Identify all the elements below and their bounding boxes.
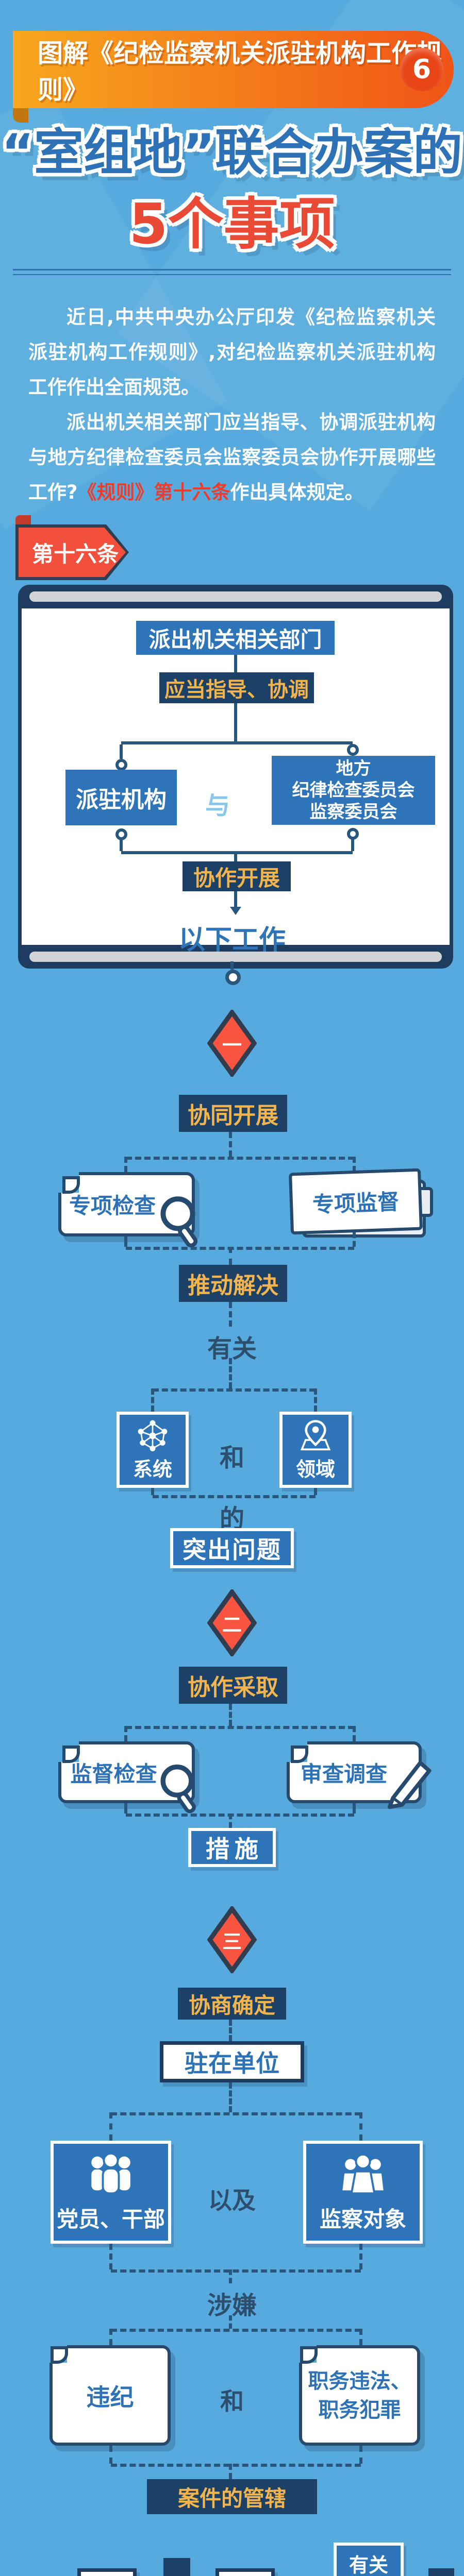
section-2-number: 二	[222, 1613, 242, 1636]
article-ribbon-label: 第十六条	[19, 528, 126, 577]
card-bottom-bar	[18, 945, 453, 969]
sec2-result-measures: 措施	[188, 1828, 276, 1867]
sec3-suspect-label: 涉嫌	[207, 2291, 257, 2320]
sec2-card-review-investigation: 审查调查	[287, 1741, 432, 1809]
page-title-line2: 5个事项	[129, 192, 335, 257]
series-title: 图解《纪检监察机关派驻机构工作规则》	[38, 39, 442, 105]
card-handle	[27, 589, 444, 604]
section-2-diamond: 二	[207, 1588, 257, 1658]
sec3-resident-unit: 驻在单位	[160, 2041, 304, 2082]
node-local-committees: 地方 纪律检查委员会 监察委员会	[272, 756, 435, 825]
page-title-line1: “室组地”联合办案的	[1, 124, 463, 181]
header-banner: 图解《纪检监察机关派驻机构工作规则》	[13, 31, 454, 108]
network-icon	[138, 1420, 168, 1451]
sec1-card-special-inspection: 专项检查	[58, 1172, 198, 1248]
sec1-promote-solve: 推动解决	[179, 1265, 287, 1302]
sec3-group-party-members: 党员、干部	[51, 2141, 171, 2244]
sec2-card-supervision-check: 监督检查	[58, 1741, 196, 1814]
paper-fold-icon	[58, 1741, 80, 1763]
sec1-conjunction: 和	[219, 1444, 244, 1472]
section-1-number: 一	[222, 1033, 242, 1057]
node-cooperate-carry-out: 协作开展	[183, 861, 291, 891]
node-resident-institution: 派驻机构	[65, 770, 177, 825]
sec1-related-label: 有关	[207, 1334, 257, 1363]
location-icon	[300, 1419, 331, 1450]
sec1-card-special-supervision: 专项监督	[288, 1168, 433, 1238]
section-3-diamond: 三	[207, 1905, 257, 1975]
conjunction-with: 与	[205, 791, 230, 820]
intro-text: 近日,中共中央办公厅印发《纪检监察机关派驻机构工作规则》,对纪检监察机关派驻机构…	[28, 300, 436, 510]
alt-prefix-label: 或者由	[15, 2573, 78, 2576]
sec1-item-system: 系统	[117, 1412, 189, 1488]
card-top-bar	[18, 585, 453, 608]
alt-dispatching-organ: 派出 机关	[216, 2568, 275, 2576]
sec3-heading: 协商确定	[178, 1988, 286, 2020]
alt-report-label: 报请	[163, 2558, 190, 2576]
banner-fold	[13, 108, 28, 123]
sec1-item-field: 领域	[279, 1412, 352, 1488]
node-guide-coordinate: 应当指导、协调	[159, 672, 314, 703]
magnifier-icon	[160, 1196, 198, 1248]
section-3-number: 三	[222, 1930, 242, 1953]
sec3-v-conjunction: 和	[220, 2387, 244, 2415]
paper-fold-icon	[46, 2342, 68, 2364]
alt-local-committee: 有关 地方 纪委 监委	[334, 2543, 404, 2576]
sec3-conjunction: 以及	[208, 2187, 256, 2214]
card-handle	[27, 950, 444, 964]
paper-fold-icon	[296, 2342, 318, 2364]
section-1-diamond: 一	[207, 1008, 257, 1078]
sec1-heading: 协同开展	[179, 1095, 287, 1132]
sec3-violation-duty-crimes: 职务违法、 职务犯罪	[299, 2345, 420, 2446]
article-ribbon: 第十六条	[15, 524, 129, 580]
intro-paragraph-1: 近日,中共中央办公厅印发《纪检监察机关派驻机构工作规则》,对纪检监察机关派驻机构…	[28, 306, 436, 398]
alt-resident-institution: 派驻 机构	[77, 2568, 137, 2576]
pen-icon	[387, 1760, 432, 1809]
audience-icon	[342, 2153, 384, 2194]
node-dispatching-organ: 派出机关相关部门	[136, 621, 335, 655]
paper-fold-icon	[287, 1741, 308, 1763]
intro-paragraph-2: 派出机关相关部门应当指导、协调派驻机构与地方纪律检查委员会监察委员会协作开展哪些…	[28, 411, 436, 503]
issue-number-badge: 6	[400, 48, 443, 91]
sec3-result-case-jurisdiction: 案件的管辖	[147, 2479, 317, 2514]
following-works-label: 以下工作	[178, 925, 286, 956]
sec3-violation-discipline: 违纪	[49, 2345, 171, 2446]
sec2-heading: 协作采取	[179, 1667, 287, 1704]
rule-article-highlight: 《规则》第十六条	[77, 481, 230, 503]
megaphone-face: 专项监督	[288, 1168, 423, 1235]
sec1-result-outstanding-problems: 突出问题	[170, 1528, 294, 1568]
paper-fold-icon	[58, 1172, 80, 1194]
magnifier-icon	[160, 1764, 196, 1814]
people-group-icon	[91, 2152, 130, 2194]
overview-flow-card: 派出机关相关部门 应当指导、协调 派驻机构 与 地方 纪律检查委员会 监察委员会…	[18, 585, 453, 969]
sec3-group-supervised-objects: 监察对象	[303, 2141, 423, 2244]
alt-jurisdiction-label: 管辖	[428, 2568, 454, 2576]
